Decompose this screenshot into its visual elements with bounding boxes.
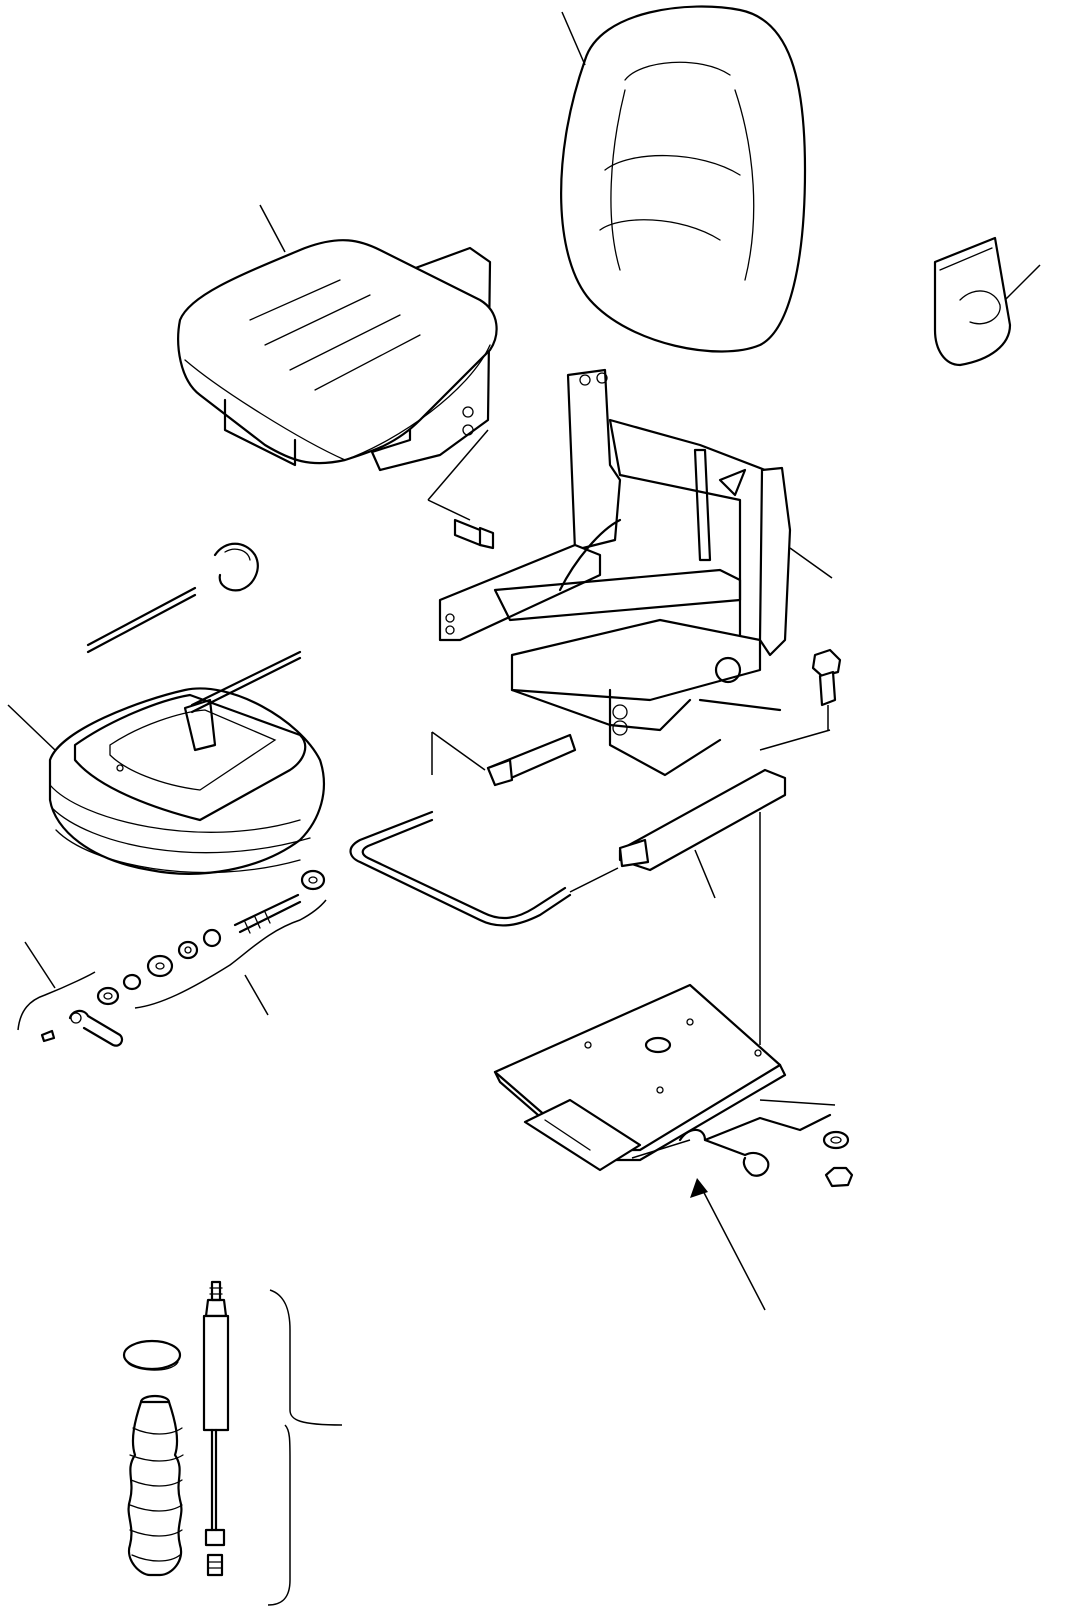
bolt	[759, 648, 842, 1045]
slide-rail-right	[618, 729, 831, 899]
slide-rail-left	[431, 731, 577, 787]
swivel-plate	[493, 983, 836, 1177]
callout-arrow	[690, 1178, 766, 1311]
handle-loop	[349, 810, 619, 927]
washer	[822, 1130, 850, 1150]
hardware-set	[17, 869, 327, 1047]
seat-frame	[438, 368, 833, 777]
gas-spring	[202, 1280, 230, 1577]
bellows-boot	[127, 1394, 184, 1577]
snap-ring	[122, 1339, 182, 1371]
bracket-group	[122, 1280, 343, 1606]
decal-pack	[933, 236, 1041, 367]
pivot-pin	[86, 586, 197, 654]
nut	[824, 1166, 854, 1188]
seat-suspension-base	[7, 650, 325, 875]
bolt	[427, 429, 495, 550]
backrest-cushion	[560, 5, 807, 353]
seat-cushion	[177, 204, 498, 472]
retaining-ring	[213, 542, 259, 592]
